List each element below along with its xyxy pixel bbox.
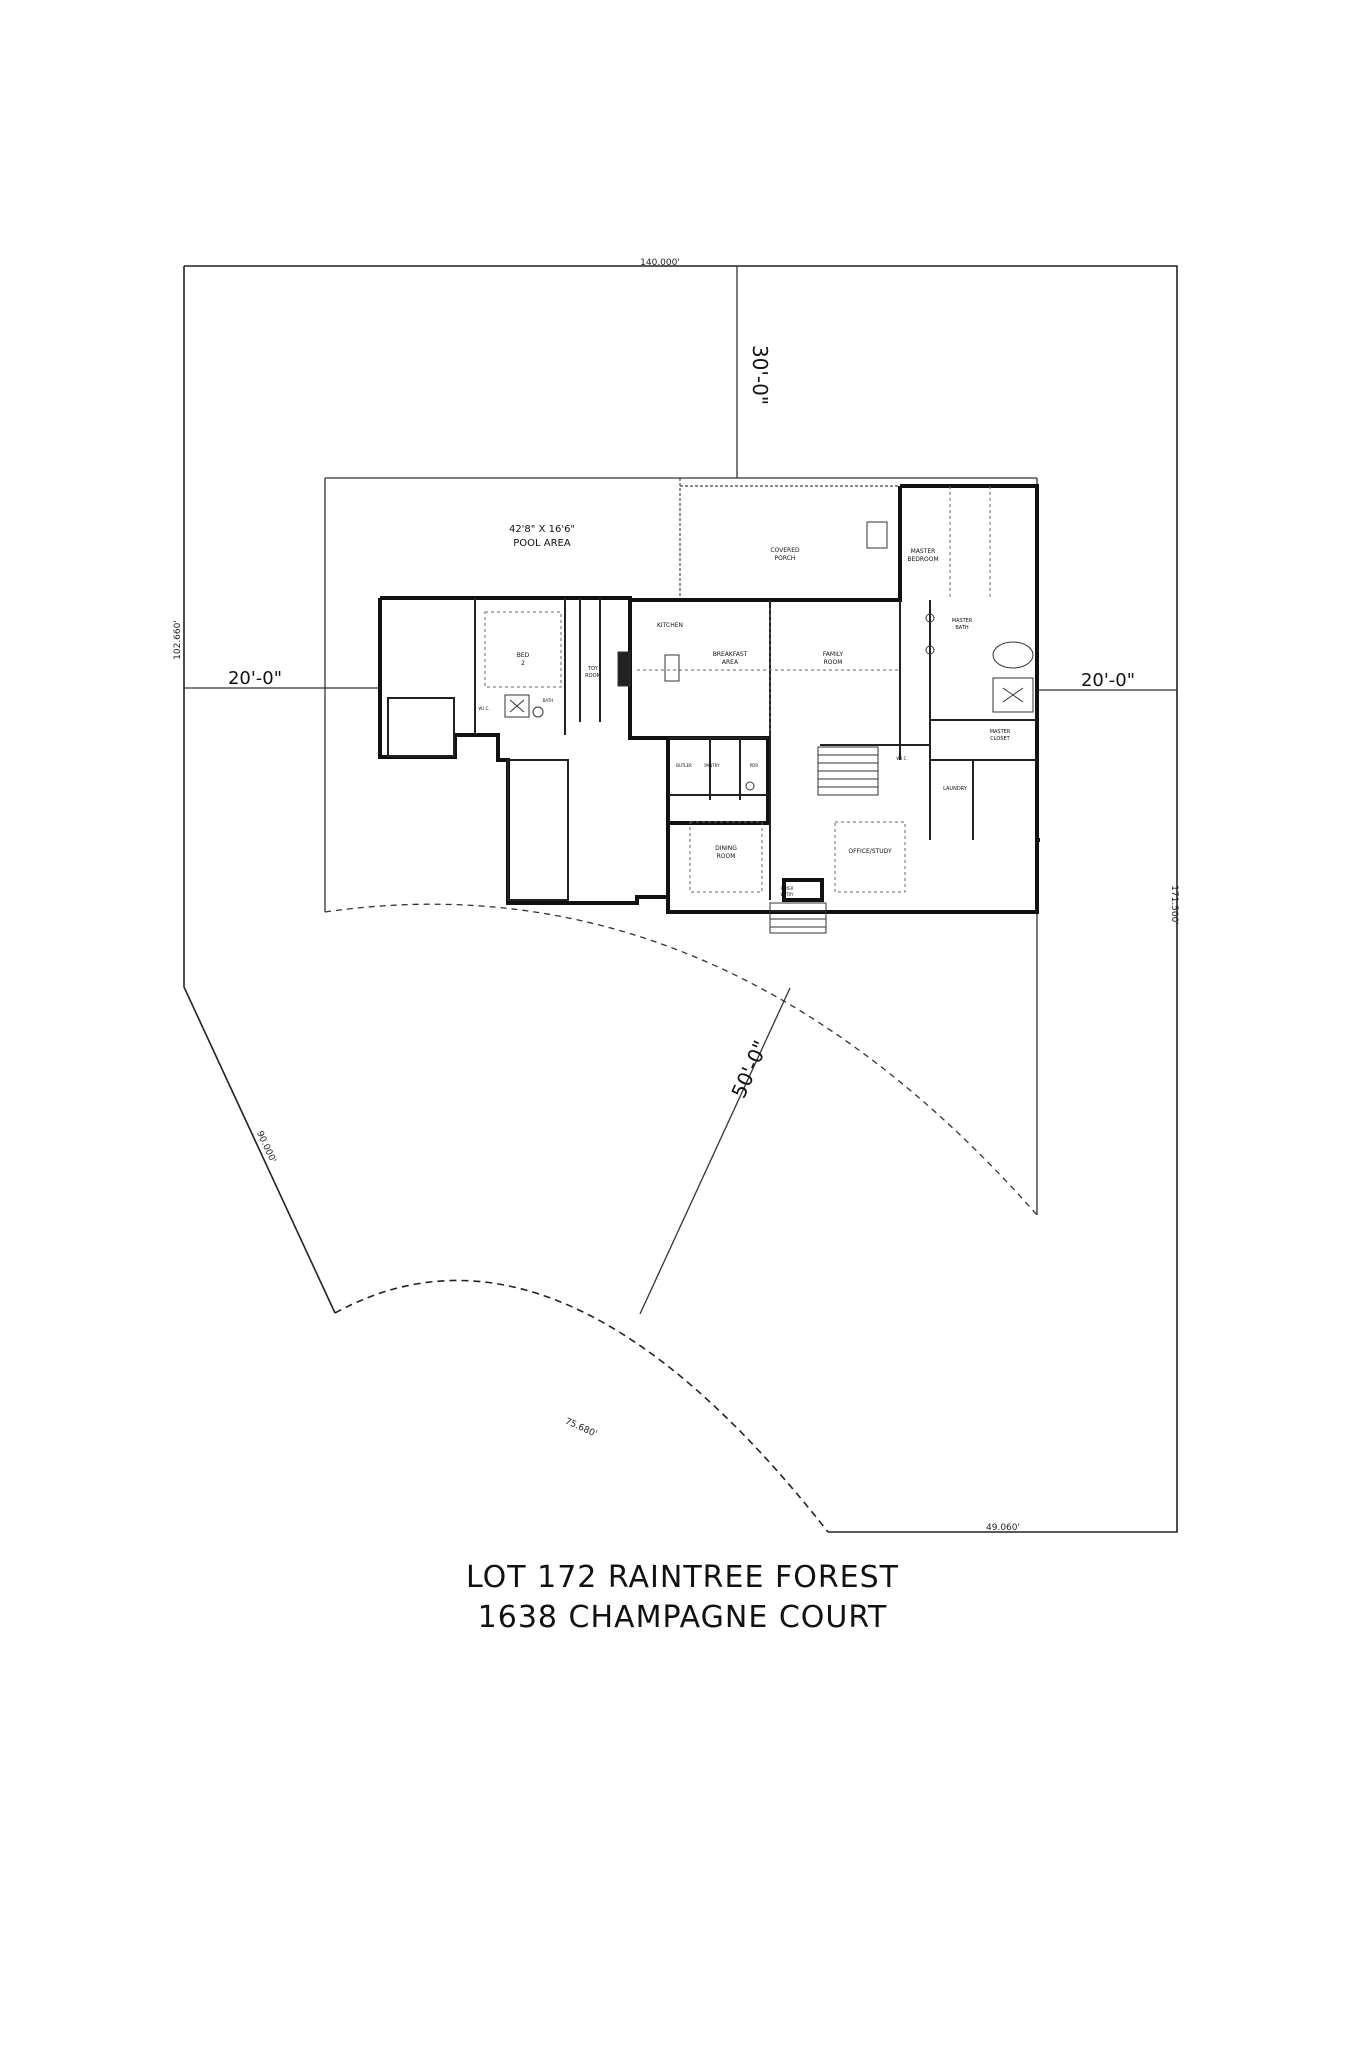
- setback-front: 50'-0": [726, 1037, 772, 1102]
- bath-label: BATH: [543, 698, 554, 703]
- pool-area: [679, 478, 900, 600]
- fixtures: [504, 521, 1034, 791]
- dining-room-label-2: ROOM: [717, 853, 736, 860]
- powder-label: PDR: [750, 763, 758, 768]
- garage: [387, 697, 569, 901]
- covered-porch-label: COVERED: [770, 547, 800, 554]
- dining-room-label: DINING: [715, 845, 737, 852]
- lot-dimension-right: 171.500': [1169, 885, 1179, 925]
- lot-dimension-bottom: 49.060': [986, 1523, 1020, 1533]
- title-line-1: LOT 172 RAINTREE FOREST: [465, 1560, 899, 1595]
- lot-dimension-left: 102.660': [173, 620, 183, 660]
- lot-dimension-arc: 75.680': [563, 1417, 598, 1440]
- master-bath-label: MASTER: [952, 618, 973, 624]
- pool-size: 42'8" X 16'6": [509, 524, 575, 535]
- lot-dimension-top: 140.000': [640, 258, 680, 268]
- house-footprint: [378, 484, 1040, 914]
- master-bath-label-2: BATH: [955, 625, 969, 631]
- kitchen-label: KITCHEN: [657, 622, 683, 629]
- breakfast-area-label-2: AREA: [722, 659, 739, 666]
- toy-room-label-2: ROOM: [585, 673, 601, 679]
- family-room-label: FAMILY: [823, 651, 843, 658]
- bed-2-label: BED: [517, 652, 530, 659]
- setback-lines: [184, 266, 1177, 1315]
- entry-label-2: ENTRY: [781, 892, 794, 897]
- bed-2-number: 2: [521, 660, 525, 667]
- family-room-label-2: ROOM: [824, 659, 843, 666]
- master-bedroom-label: MASTER: [911, 548, 936, 555]
- master-closet-label-2: CLOSET: [990, 736, 1010, 742]
- entry-label: FOYER: [781, 886, 794, 891]
- setback-rear: 30'-0": [748, 345, 772, 405]
- wic-2-label: W.I.C.: [896, 756, 907, 761]
- pool-label: POOL AREA: [513, 538, 571, 549]
- setback-right-side: 20'-0": [1081, 670, 1135, 691]
- lot-boundary: [183, 265, 1178, 1533]
- master-closet-label: MASTER: [990, 729, 1011, 735]
- stairs: [769, 746, 879, 934]
- title-line-2: 1638 CHAMPAGNE COURT: [477, 1600, 888, 1635]
- pantry-label: PANTRY: [704, 763, 720, 768]
- breakfast-area-label: BREAKFAST: [713, 651, 748, 658]
- laundry-label: LAUNDRY: [943, 786, 968, 792]
- wic-label: W.I.C.: [478, 706, 489, 711]
- toy-room-label: TOY: [587, 666, 599, 672]
- setback-left-side: 20'-0": [228, 668, 282, 689]
- interior-walls: [474, 598, 1037, 900]
- master-bedroom-label-2: BEDROOM: [907, 556, 938, 563]
- covered-porch-label-2: PORCH: [775, 555, 796, 562]
- office-study-label: OFFICE/STUDY: [848, 848, 892, 855]
- interior-dashed: [484, 486, 991, 893]
- butler-label: BUTLER: [676, 763, 692, 768]
